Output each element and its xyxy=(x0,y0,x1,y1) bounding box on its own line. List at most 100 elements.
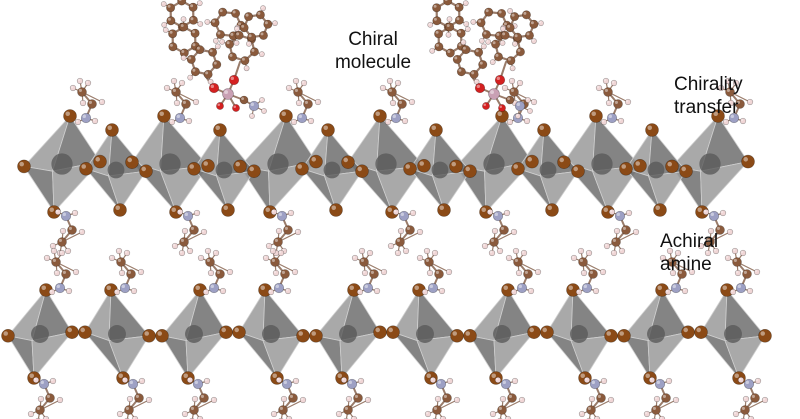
carbon-atom xyxy=(523,269,533,279)
halide-atom-highlight xyxy=(542,327,547,333)
carbon-atom-highlight xyxy=(496,32,500,36)
hydrogen-atom-highlight xyxy=(650,378,653,380)
carbon-atom xyxy=(705,237,715,247)
hydrogen-atom xyxy=(294,228,302,236)
hydrogen-atom-highlight xyxy=(532,39,534,42)
halide-atom-highlight xyxy=(696,327,701,333)
hydrogen-atom-highlight xyxy=(729,101,732,103)
octahedra-group xyxy=(7,114,766,380)
hydrogen-atom-highlight xyxy=(513,379,516,381)
halide-atom xyxy=(633,159,647,173)
nitrogen-atom xyxy=(38,378,50,390)
carbon-atom-highlight xyxy=(507,57,511,61)
halide-atom xyxy=(93,154,107,169)
hydrogen-atom xyxy=(380,268,388,276)
hydrogen-atom-highlight xyxy=(194,100,197,102)
carbon-atom-highlight xyxy=(490,238,494,242)
nitrogen-atom xyxy=(492,210,504,222)
carbon-atom-highlight xyxy=(433,406,437,410)
hydrogen-atom xyxy=(416,254,424,262)
hydrogen-atom-highlight xyxy=(234,41,237,43)
hydrogen-atom xyxy=(290,118,298,126)
carbon-atom-highlight xyxy=(219,9,223,13)
carbon-atom-highlight xyxy=(230,32,234,36)
hydrogen-atom xyxy=(53,269,61,277)
hydrogen-atom xyxy=(509,65,516,72)
halide-atom xyxy=(437,203,451,217)
hydrogen-atom-highlight xyxy=(410,100,412,102)
carbon-atom-highlight xyxy=(751,394,755,398)
halide-atom-highlight xyxy=(513,164,518,169)
nitrogen-atom xyxy=(654,378,666,390)
hydrogen-atom-highlight xyxy=(577,290,580,292)
halide-atom xyxy=(463,328,477,343)
carbon-atom xyxy=(497,405,507,415)
hydrogen-atom-highlight xyxy=(342,378,344,380)
hydrogen-atom xyxy=(610,79,618,87)
carbon-atom-highlight xyxy=(226,41,230,45)
halide-atom-highlight xyxy=(451,161,456,167)
hydrogen-atom-highlight xyxy=(580,412,583,414)
chirality-transfer-label-line1: Chirality xyxy=(674,74,743,95)
halide-atom-highlight xyxy=(223,205,229,211)
hydrogen-atom xyxy=(664,288,672,296)
hydrogen-atom xyxy=(191,395,199,403)
hydrogen-atom-highlight xyxy=(607,101,610,103)
hydrogen-atom-highlight xyxy=(294,379,296,381)
carbon-atom-highlight xyxy=(406,226,410,230)
hydrogen-atom-highlight xyxy=(286,289,288,291)
carbon-atom xyxy=(461,45,471,55)
hydrogen-atom xyxy=(27,410,35,418)
carbon-atom xyxy=(735,99,745,109)
achiral-amine-label-line2: amine xyxy=(660,254,712,275)
carbon-atom-highlight xyxy=(127,270,131,274)
hydrogen-atom xyxy=(285,415,293,419)
metal-center xyxy=(31,325,49,343)
hydrogen-atom xyxy=(515,113,521,119)
carbon-atom xyxy=(247,32,257,42)
hydrogen-atom xyxy=(438,287,446,295)
hydrogen-atom xyxy=(485,38,492,45)
halide-atom xyxy=(113,203,127,217)
hydrogen-atom xyxy=(299,396,307,404)
carbon-atom xyxy=(179,237,189,247)
hydrogen-atom xyxy=(121,376,129,384)
halide-atom xyxy=(665,159,679,174)
halide-atom xyxy=(557,155,571,169)
halide-atom-highlight xyxy=(323,125,328,130)
hydrogen-atom-highlight xyxy=(496,378,498,380)
hydrogen-atom xyxy=(394,79,402,87)
carbon-atom-highlight xyxy=(579,258,583,262)
hydrogen-atom-highlight xyxy=(503,86,505,88)
hydrogen-atom-highlight xyxy=(188,75,191,78)
nitrogen-atom xyxy=(427,282,439,294)
carbon-atom-highlight xyxy=(232,10,236,14)
hydrogen-atom xyxy=(538,20,544,27)
hydrogen-atom-highlight xyxy=(394,210,396,213)
hydrogen-atom-highlight xyxy=(193,397,196,399)
hydrogen-atom xyxy=(212,249,220,257)
halide-atom-highlight xyxy=(144,331,150,336)
carbon-atom-highlight xyxy=(212,19,216,23)
octahedron-face xyxy=(23,165,55,214)
hydrogen-atom-highlight xyxy=(423,290,425,292)
hydrogen-atom-highlight xyxy=(58,398,60,400)
nitrogen-atom xyxy=(119,282,131,294)
hydrogen-atom-highlight xyxy=(518,81,521,83)
hydrogen-atom-highlight xyxy=(86,81,88,83)
carbon-atom xyxy=(61,269,71,279)
hydrogen-atom-highlight xyxy=(386,120,388,122)
hydrogen-atom-highlight xyxy=(358,290,360,292)
hydrogen-atom xyxy=(270,208,278,216)
hydrogen-atom-highlight xyxy=(51,244,53,247)
carbon-atom xyxy=(651,405,661,415)
halide-atom xyxy=(296,328,310,343)
hydrogen-atom-highlight xyxy=(221,289,224,291)
octahedron-face xyxy=(315,335,343,379)
carbon-atom-highlight xyxy=(135,394,139,398)
carbon-atom-highlight xyxy=(188,56,192,60)
carbon-atom-highlight xyxy=(271,258,275,262)
carbon-atom-highlight xyxy=(462,46,466,50)
hydrogen-atom xyxy=(272,269,280,277)
